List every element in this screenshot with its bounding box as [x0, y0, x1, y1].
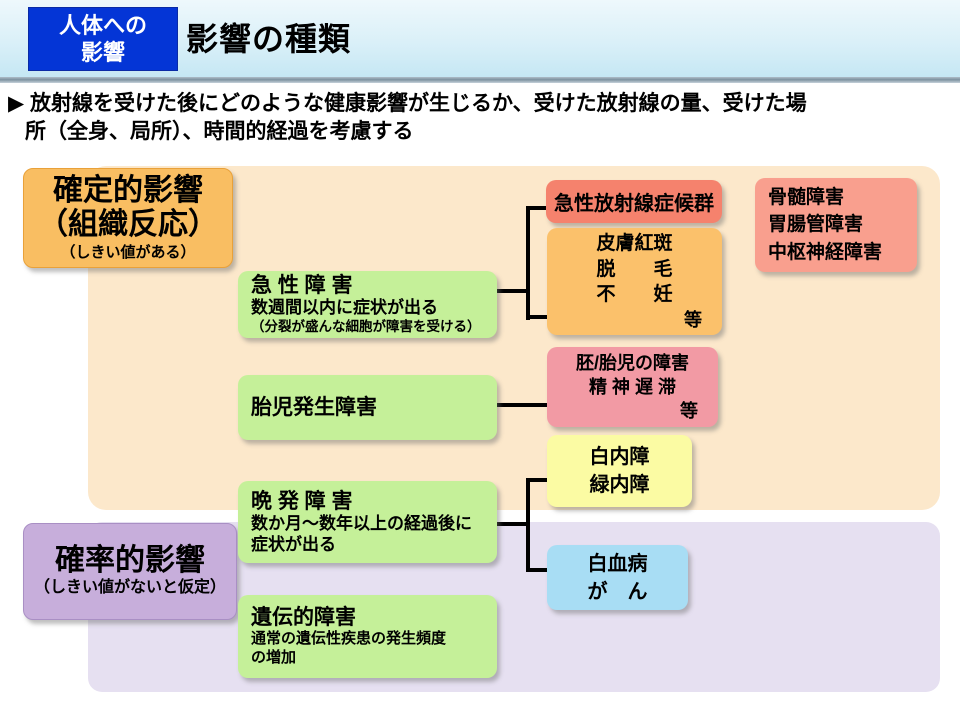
acute-disorder-desc: 数週間以内に症状が出る [251, 298, 438, 318]
organ-damage-line1: 骨髄障害 [768, 186, 845, 208]
late-disorder-box: 晩 発 障 害 数か月～数年以上の経過後に 症状が出る [238, 481, 497, 563]
page-title: 影響の種類 [186, 21, 352, 57]
late-disorder-desc2: 症状が出る [251, 534, 336, 554]
cataract-line1: 白内障 [589, 446, 650, 468]
intro-marker: ▶ [8, 92, 25, 115]
stochastic-effects-box: 確率的影響 （しきい値がないと仮定） [23, 523, 237, 620]
connector-acute-to-ars [530, 206, 546, 210]
connector-acute-to-skin [530, 315, 547, 319]
organ-damage-line3: 中枢神経障害 [768, 241, 883, 263]
deterministic-subtitle: （組織反応） [38, 208, 218, 242]
skin-effects-line3: 不 妊 [596, 284, 673, 306]
connector-acute-vertical [526, 206, 530, 320]
acute-disorder-title: 急 性 障 害 [251, 274, 353, 298]
intro-line2: 所（全身、局所）、時間的経過を考慮する [25, 120, 414, 143]
intro-line1-text: 放射線を受けた後にどのような健康影響が生じるか、受けた放射線の量、受けた場 [30, 92, 807, 115]
late-disorder-desc1: 数か月～数年以上の経過後に [251, 514, 472, 534]
embryo-fetus-line2: 精 神 遅 滞 [588, 376, 676, 397]
skin-effects-box: 皮膚紅斑 脱 毛 不 妊 等 [547, 228, 722, 335]
connector-acute-horizontal [497, 289, 526, 293]
skin-effects-etc: 等 [684, 309, 702, 330]
deterministic-effects-box: 確定的影響 （組織反応） （しきい値がある） [23, 168, 233, 268]
genetic-disorder-title: 遺伝的障害 [251, 606, 356, 630]
organ-damage-line2: 胃腸管障害 [768, 214, 864, 236]
topic-tag: 人体への 影響 [28, 7, 178, 71]
late-disorder-title: 晩 発 障 害 [251, 490, 353, 514]
embryo-fetus-disorder-box: 胚/胎児の障害 精 神 遅 滞 等 [547, 347, 718, 427]
connector-late-to-cataract [530, 478, 547, 482]
embryo-fetus-line1: 胚/胎児の障害 [575, 352, 689, 373]
genetic-disorder-desc1: 通常の遺伝性疾患の発生頻度 [251, 630, 447, 648]
stochastic-note: （しきい値がないと仮定） [33, 579, 226, 597]
stochastic-title: 確率的影響 [55, 543, 205, 577]
acute-disorder-box: 急 性 障 害 数週間以内に症状が出る （分裂が盛んな細胞が障害を受ける） [238, 271, 497, 338]
skin-effects-line2: 脱 毛 [596, 258, 673, 280]
deterministic-title: 確定的影響 [53, 173, 203, 207]
acute-radiation-syndrome-label: 急性放射線症候群 [554, 193, 714, 215]
fetal-development-disorder-box: 胎児発生障害 [238, 375, 497, 440]
connector-fetal-to-embryo [497, 403, 547, 407]
fetal-development-disorder-title: 胎児発生障害 [251, 395, 377, 419]
leukemia-line1: 白血病 [587, 552, 648, 575]
connector-late-to-leukemia [530, 568, 547, 572]
header-divider [0, 77, 960, 83]
organ-damage-box: 骨髄障害 胃腸管障害 中枢神経障害 [755, 178, 917, 272]
cataract-glaucoma-box: 白内障 緑内障 [547, 435, 692, 507]
leukemia-cancer-box: 白血病 が ん [547, 545, 688, 610]
leukemia-line2: が ん [587, 580, 648, 603]
connector-late-vertical [526, 478, 530, 572]
topic-tag-line2: 影響 [80, 40, 125, 65]
cataract-line2: 緑内障 [589, 474, 650, 496]
embryo-fetus-etc: 等 [680, 401, 698, 422]
intro-text: ▶ 放射線を受けた後にどのような健康影響が生じるか、受けた放射線の量、受けた場 … [8, 90, 956, 146]
acute-disorder-note: （分裂が盛んな細胞が障害を受ける） [251, 318, 481, 334]
deterministic-note: （しきい値がある） [60, 243, 196, 261]
connector-late-horizontal [497, 522, 526, 526]
topic-tag-line1: 人体への [58, 12, 147, 38]
acute-radiation-syndrome-box: 急性放射線症候群 [546, 180, 722, 223]
genetic-disorder-desc2: の増加 [251, 649, 297, 667]
genetic-disorder-box: 遺伝的障害 通常の遺伝性疾患の発生頻度 の増加 [238, 595, 497, 678]
intro-line1: ▶ 放射線を受けた後にどのような健康影響が生じるか、受けた放射線の量、受けた場 [8, 90, 956, 118]
skin-effects-line1: 皮膚紅斑 [596, 232, 673, 254]
